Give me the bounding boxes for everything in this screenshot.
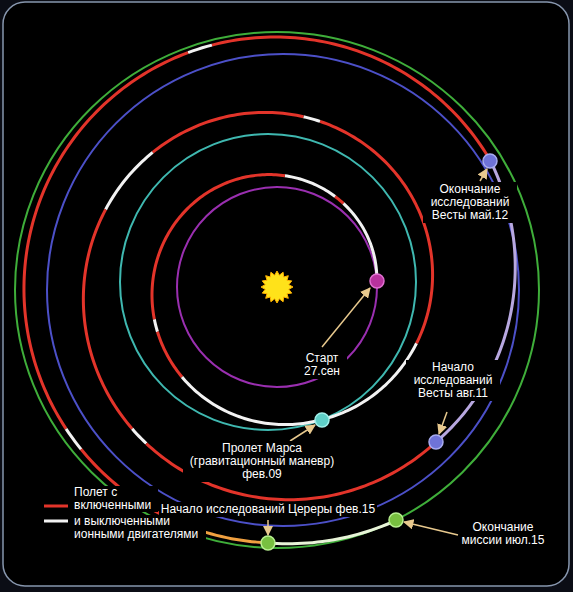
legend-text: и выключенными ионными двигателями [72, 515, 206, 541]
leader-line [480, 169, 487, 181]
vesta-orbit [47, 54, 519, 526]
legend-text: Полет с включенными [72, 486, 158, 512]
legend-samples [44, 506, 68, 521]
sun-symbol [261, 271, 293, 303]
trajectory-segment [182, 377, 322, 425]
trajectory-segment [320, 121, 433, 343]
legend-line-sample [44, 520, 68, 523]
trajectory-segment [154, 319, 157, 331]
leader-line [290, 425, 315, 441]
ceres-dot [261, 536, 275, 550]
panel [3, 2, 569, 586]
trajectory-segment [343, 203, 376, 281]
leader-line [439, 412, 447, 434]
mars-orbit [120, 134, 416, 430]
ceres-orbit [15, 32, 539, 548]
ceres-dot [389, 513, 403, 527]
trajectory-segment [303, 117, 320, 122]
event-label: Начало исследований Весты авг.11 [406, 360, 500, 401]
event-label: Старт 27.сен [298, 351, 347, 379]
earth-orbit [177, 187, 377, 387]
trajectory-segment [24, 53, 188, 429]
leader-line [404, 522, 458, 535]
mars-dot [315, 413, 329, 427]
spacecraft-trajectory [24, 37, 515, 544]
trajectory-segment [157, 332, 182, 377]
trajectory-segment [285, 176, 335, 197]
legend-line-sample [44, 505, 68, 508]
vesta-dot [483, 154, 497, 168]
leader-line [267, 520, 269, 535]
leader-line [322, 288, 370, 347]
trajectory-segment [212, 37, 491, 161]
trajectory-segment [153, 112, 304, 152]
trajectory-segment [152, 175, 285, 320]
event-label: Пролет Марса (гравитационный маневр) фев… [183, 441, 342, 482]
trajectory-segment [132, 429, 146, 444]
trajectory-segment [188, 45, 212, 53]
trajectory-segment [66, 429, 81, 449]
event-label: Окончание исследований Весты май.12 [423, 182, 517, 223]
trajectory-segment [83, 209, 132, 428]
sun-symbol [261, 271, 293, 303]
start-dot [370, 274, 384, 288]
trajectory-segment [335, 197, 343, 204]
trajectory-segment [267, 520, 396, 543]
vesta-dot [429, 435, 443, 449]
trajectory-segment [106, 152, 153, 209]
event-label: Окончание миссии июл.15 [459, 520, 548, 548]
